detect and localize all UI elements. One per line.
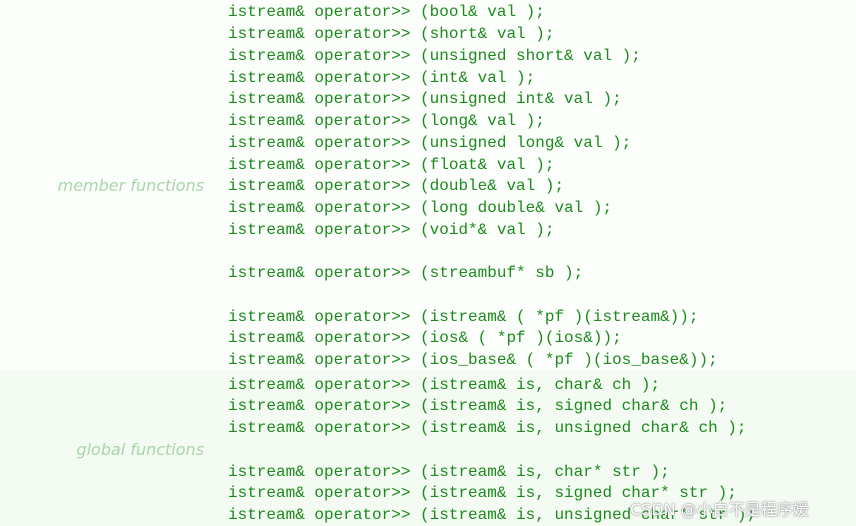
- member-functions-label: member functions: [57, 176, 204, 195]
- code-line: istream& operator>> (long double& val );: [228, 199, 613, 217]
- code-line: istream& operator>> (streambuf* sb );: [228, 264, 584, 282]
- code-line: istream& operator>> (short& val );: [228, 25, 555, 43]
- global-functions-section: global functions istream& operator>> (is…: [0, 370, 856, 526]
- code-line: istream& operator>> (bool& val );: [228, 3, 545, 21]
- code-line: istream& operator>> (long& val );: [228, 112, 545, 130]
- code-line: istream& operator>> (unsigned int& val )…: [228, 90, 622, 108]
- code-line: istream& operator>> (int& val );: [228, 69, 536, 87]
- global-functions-label: global functions: [76, 440, 204, 459]
- code-line: istream& operator>> (double& val );: [228, 177, 565, 195]
- code-line: istream& operator>> (istream& ( *pf )(is…: [228, 308, 699, 326]
- csdn-watermark: CSDN @小白不是程序媛: [630, 500, 809, 519]
- code-line: istream& operator>> (float& val );: [228, 156, 555, 174]
- code-line: istream& operator>> (istream& is, signed…: [228, 397, 728, 415]
- code-line: istream& operator>> (istream& is, unsign…: [228, 506, 757, 524]
- code-line: istream& operator>> (unsigned long& val …: [228, 134, 632, 152]
- code-line: istream& operator>> (istream& is, unsign…: [228, 419, 747, 437]
- code-line: istream& operator>> (istream& is, signed…: [228, 484, 737, 502]
- code-line: istream& operator>> (unsigned short& val…: [228, 47, 641, 65]
- code-line: istream& operator>> (ios_base& ( *pf )(i…: [228, 351, 718, 369]
- code-line: istream& operator>> (istream& is, char& …: [228, 376, 661, 394]
- code-line: istream& operator>> (ios& ( *pf )(ios&))…: [228, 329, 622, 347]
- code-line: istream& operator>> (void*& val );: [228, 221, 555, 239]
- member-functions-section: member functions istream& operator>> (bo…: [57, 3, 718, 369]
- code-line: istream& operator>> (istream& is, char* …: [228, 463, 670, 481]
